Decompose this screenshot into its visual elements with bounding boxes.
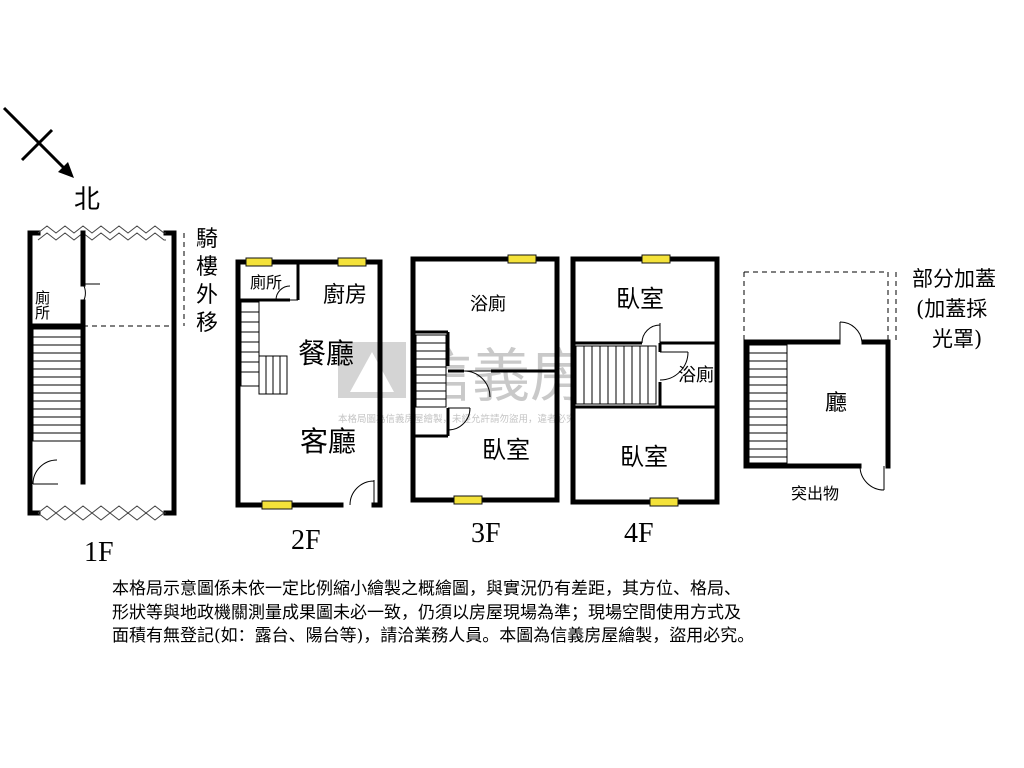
floor-4-bedroom-door-icon xyxy=(641,323,661,344)
floor-2-window-bottom xyxy=(261,500,293,510)
floor-2-stairs xyxy=(240,301,288,395)
floor-1-label: 1F xyxy=(84,537,114,568)
disclaimer-line: 面積有無登記(如：露台、陽台等)，請洽業務人員。本圖為信義房屋繪製，盜用必究。 xyxy=(112,626,755,646)
floor-3-window-bottom xyxy=(453,495,483,505)
compass-cross-line xyxy=(20,128,54,162)
compass-cross-line xyxy=(2,106,70,174)
floor-4-bedroom-bottom-label: 臥室 xyxy=(620,443,668,471)
north-label: 北 xyxy=(74,185,100,214)
floor-3-window-top xyxy=(507,254,537,264)
disclaimer-line: 形狀等與地政機關測量成果圖未必一致，仍須以房屋現場為準；現場空間使用方式及 xyxy=(112,602,741,623)
floor-2-living-label: 客廳 xyxy=(300,425,356,458)
disclaimer-line: 本格局示意圖係未依一定比例縮小繪製之概繪圖，與實況仍有差距，其方位、格局、 xyxy=(112,579,741,599)
floor-1-entry-door-icon xyxy=(32,459,58,485)
floor-4-label: 4F xyxy=(624,518,654,549)
floor-3-bedroom-label: 臥室 xyxy=(482,436,530,464)
rooftop-note: 部分加蓋 (加蓋採 光罩) xyxy=(912,267,1003,351)
rooftop: 部分加蓋 (加蓋採 光罩) 廳 突出物 xyxy=(743,267,1003,503)
floor-3: 浴廁 臥室 3F xyxy=(410,254,560,549)
floor-2-window-top-left xyxy=(245,257,273,267)
floor-2-door-icon xyxy=(349,480,375,506)
compass: 北 xyxy=(2,106,100,214)
floor-2-window-top-right xyxy=(337,257,367,267)
floor-2-restroom-label: 廁所 xyxy=(250,273,282,292)
watermark-notice: 本格局圖為信義房屋繪製，未經允許請勿盜用，違者必究 xyxy=(338,413,576,425)
floor-3-stair-door-icon xyxy=(447,407,471,431)
floor-1-restroom-door-icon xyxy=(82,283,100,303)
rooftop-top-door-icon xyxy=(839,321,863,343)
floor-4-window-top xyxy=(641,254,671,264)
rooftop-stairs xyxy=(748,344,788,464)
floor-1-restroom-label: 廁所 xyxy=(33,289,51,320)
floor-1: 廁所 騎 樓 外 移 1F xyxy=(27,225,225,568)
floor-2: 廁所 廚房 餐廳 客廳 2F xyxy=(235,257,383,556)
floor-3-bath-door-icon xyxy=(463,370,491,398)
floor-4-bath-door-icon xyxy=(659,351,689,381)
compass-arrow-icon xyxy=(58,162,74,178)
floor-2-kitchen-label: 廚房 xyxy=(323,283,367,308)
floor-2-dining-label: 餐廳 xyxy=(298,337,354,370)
floor-3-label: 3F xyxy=(471,518,501,549)
floor-4-window-bottom xyxy=(649,497,679,507)
floor-2-label: 2F xyxy=(291,525,321,556)
disclaimer: 本格局示意圖係未依一定比例縮小繪製之概繪圖，與實況仍有差距，其方位、格局、 形狀… xyxy=(112,578,912,649)
floor-4-stairs xyxy=(575,345,657,405)
floor-4: 臥室 浴廁 臥室 4F xyxy=(570,254,720,549)
rooftop-bottom-door-icon xyxy=(859,465,885,491)
floor-3-stairs xyxy=(415,334,447,408)
rooftop-hall-label: 廳 xyxy=(825,391,847,416)
floor-4-bedroom-top-label: 臥室 xyxy=(616,285,664,313)
floor-4-bath-label: 浴廁 xyxy=(678,364,714,386)
floor-1-stairs xyxy=(32,328,82,442)
rooftop-protrusion-label: 突出物 xyxy=(791,484,839,503)
floor-3-bath-label: 浴廁 xyxy=(470,293,506,315)
floor-2-restroom-door-icon xyxy=(275,285,298,301)
watermark-logo-icon xyxy=(350,352,394,392)
floor-1-arcade-note: 騎 樓 外 移 xyxy=(196,227,225,336)
